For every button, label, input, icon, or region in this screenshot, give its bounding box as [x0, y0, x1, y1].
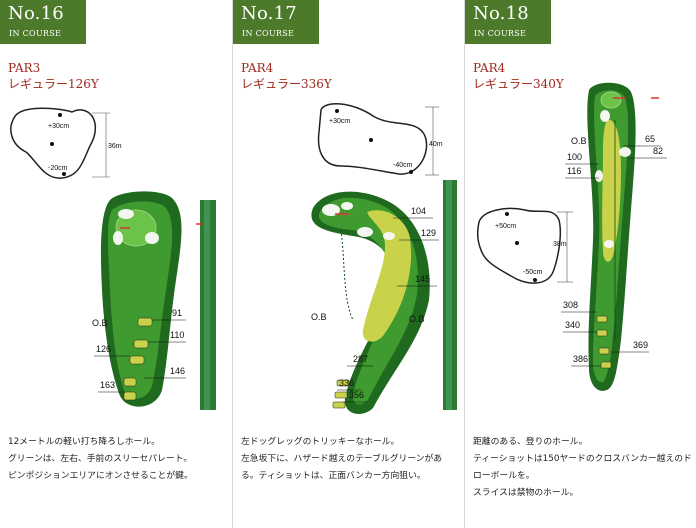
regular-yardage: レギュラー126Y [8, 77, 99, 91]
marker-82: 82 [653, 146, 663, 156]
marker-308: 308 [563, 300, 578, 310]
par-info: PAR3 レギュラー126Y [8, 60, 99, 92]
hole-map-17: +30cm -40cm 40m O.B O.B 104 129 1 [311, 103, 457, 414]
green-diagram: +50cm -50cm 38m [476, 207, 573, 284]
description-line: ティーショットは150ヤードのクロスバンカー越えのド [473, 454, 692, 464]
marker-386: 386 [573, 354, 588, 364]
description-line: 12メートルの軽い打ち降ろしホール。 [8, 437, 160, 447]
marker-129: 129 [421, 228, 436, 238]
marker-126: 126 [96, 344, 111, 354]
hole-layout [311, 180, 457, 414]
marker-116: 116 [567, 166, 581, 176]
green-depth: 36m [108, 143, 122, 150]
par-label: PAR4 [241, 61, 274, 75]
hole-number-badge: No.17 IN COURSE [233, 0, 319, 44]
green-diagram: +30cm -40cm 40m [317, 103, 443, 176]
hole-card-18: No.18 IN COURSE PAR4 レギュラー340Y +50cm -50… [464, 0, 696, 528]
green-top-offset: +30cm [48, 123, 69, 130]
description-line: ローボールを。 [473, 471, 535, 481]
green-bottom-offset: -20cm [48, 165, 68, 172]
marker-356: 356 [349, 390, 364, 400]
hole-number-badge: No.18 IN COURSE [465, 0, 551, 44]
marker-369: 369 [633, 340, 648, 350]
marker-336: 336 [339, 378, 354, 388]
green-bottom-offset: -50cm [523, 269, 543, 276]
description-line: スライスは禁物のホール。 [473, 488, 579, 498]
ob-label: O.B [92, 318, 108, 328]
course-label: IN COURSE [242, 29, 295, 38]
hole-card-17: No.17 IN COURSE PAR4 レギュラー336Y +30cm -40… [232, 0, 464, 528]
hole-map-18: +50cm -50cm 38m O.B 65 82 100 [476, 82, 667, 391]
description-line: 距離のある、登りのホール。 [473, 437, 588, 447]
ob-left-label: O.B [311, 312, 327, 322]
marker-65: 65 [645, 134, 655, 144]
hole-card-16: No.16 IN COURSE PAR3 レギュラー126Y +30cm -20… [0, 0, 231, 528]
hole-number: No.17 [241, 3, 297, 24]
description-line: 左急坂下に、ハザード越えのテーブルグリーンがあ [241, 454, 443, 464]
hole-layout [587, 82, 659, 391]
green-depth: 40m [429, 141, 443, 148]
marker-110: 110 [170, 330, 184, 340]
ob-label: O.B [571, 136, 587, 146]
hole-number: No.16 [8, 3, 64, 24]
marker-146: 146 [170, 366, 185, 376]
hole-description: 左ドッグレッグのトリッキーなホール。 左急坂下に、ハザード越えのテーブルグリーン… [241, 434, 442, 485]
green-depth: 38m [553, 241, 567, 248]
par-info: PAR4 レギュラー340Y [473, 60, 564, 92]
marker-163: 163 [100, 380, 115, 390]
description-line: 左ドッグレッグのトリッキーなホール。 [241, 437, 400, 447]
hole-description: 12メートルの軽い打ち降ろしホール。 グリーンは、左右、手前のスリーセパレート。… [8, 434, 193, 485]
description-line: グリーンは、左右、手前のスリーセパレート。 [8, 454, 193, 464]
ob-right-label: O.B [409, 314, 425, 324]
course-label: IN COURSE [474, 29, 527, 38]
marker-340: 340 [565, 320, 580, 330]
green-top-offset: +50cm [495, 223, 516, 230]
regular-yardage: レギュラー340Y [473, 77, 564, 91]
hole-number: No.18 [473, 3, 529, 24]
description-line: る。ティショットは、正面バンカー方向狙い。 [241, 471, 426, 481]
par-label: PAR3 [8, 61, 41, 75]
course-label: IN COURSE [9, 29, 62, 38]
par-info: PAR4 レギュラー336Y [241, 60, 332, 92]
hole-number-badge: No.16 IN COURSE [0, 0, 86, 44]
marker-91: 91 [172, 308, 182, 318]
marker-104: 104 [411, 206, 426, 216]
marker-287: 287 [353, 354, 368, 364]
description-line: ピンポジションエリアにオンさせることが鍵。 [8, 471, 193, 481]
green-bottom-offset: -40cm [393, 162, 413, 169]
regular-yardage: レギュラー336Y [241, 77, 332, 91]
hole-layout [100, 191, 216, 410]
marker-145: 145 [415, 274, 430, 284]
green-top-offset: +30cm [329, 118, 350, 125]
par-label: PAR4 [473, 61, 506, 75]
green-diagram: +30cm -20cm 36m [10, 107, 122, 179]
marker-100: 100 [567, 152, 582, 162]
hole-map-16: +30cm -20cm 36m O.B 91 110 [10, 107, 216, 410]
hole-description: 距離のある、登りのホール。 ティーショットは150ヤードのクロスバンカー越えのド… [473, 434, 692, 502]
